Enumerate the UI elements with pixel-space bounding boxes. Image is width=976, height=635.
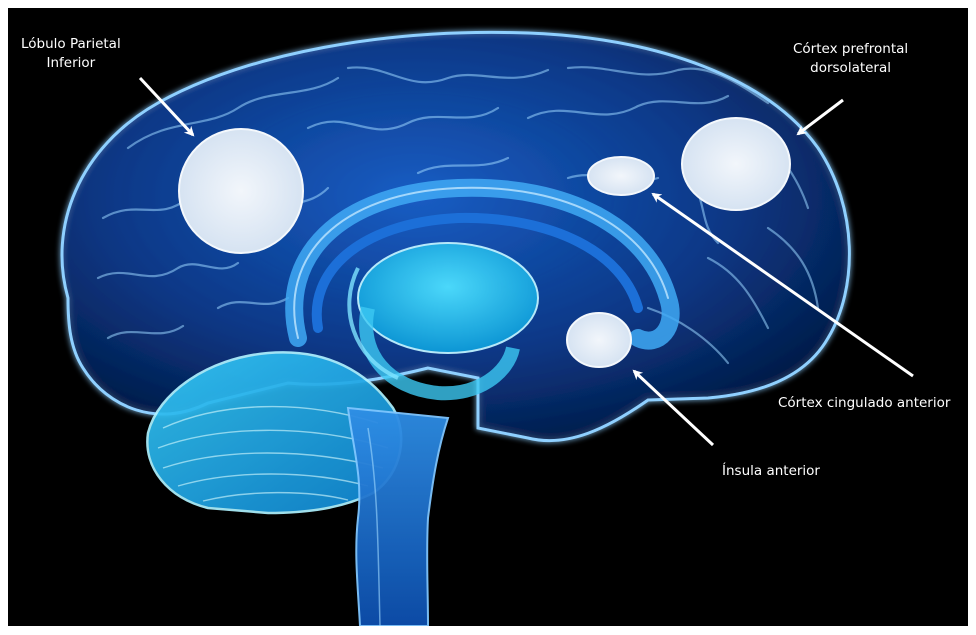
label-insula: Ínsula anterior [722, 462, 820, 481]
label-inferior-parietal-line1: Lóbulo Parietal [21, 35, 121, 54]
label-inferior-parietal: Lóbulo Parietal Inferior [21, 35, 121, 73]
brain-illustration [8, 8, 968, 626]
brain-diagram: Lóbulo Parietal Inferior Córtex prefront… [8, 8, 968, 626]
label-dlpfc-line2: dorsolateral [793, 59, 908, 78]
brain-stem [348, 408, 448, 626]
acc-region [588, 157, 654, 195]
cerebrum-outline [62, 32, 849, 440]
insula-region [567, 313, 631, 367]
label-inferior-parietal-line2: Inferior [21, 54, 121, 73]
label-dlpfc-line1: Córtex prefrontal [793, 40, 908, 59]
inferior-parietal-region [179, 129, 303, 253]
dlpfc-region [682, 118, 790, 210]
arrow-dlpfc [798, 100, 843, 134]
label-acc: Córtex cingulado anterior [778, 394, 950, 413]
thalamus [358, 243, 538, 353]
label-dlpfc: Córtex prefrontal dorsolateral [793, 40, 908, 78]
